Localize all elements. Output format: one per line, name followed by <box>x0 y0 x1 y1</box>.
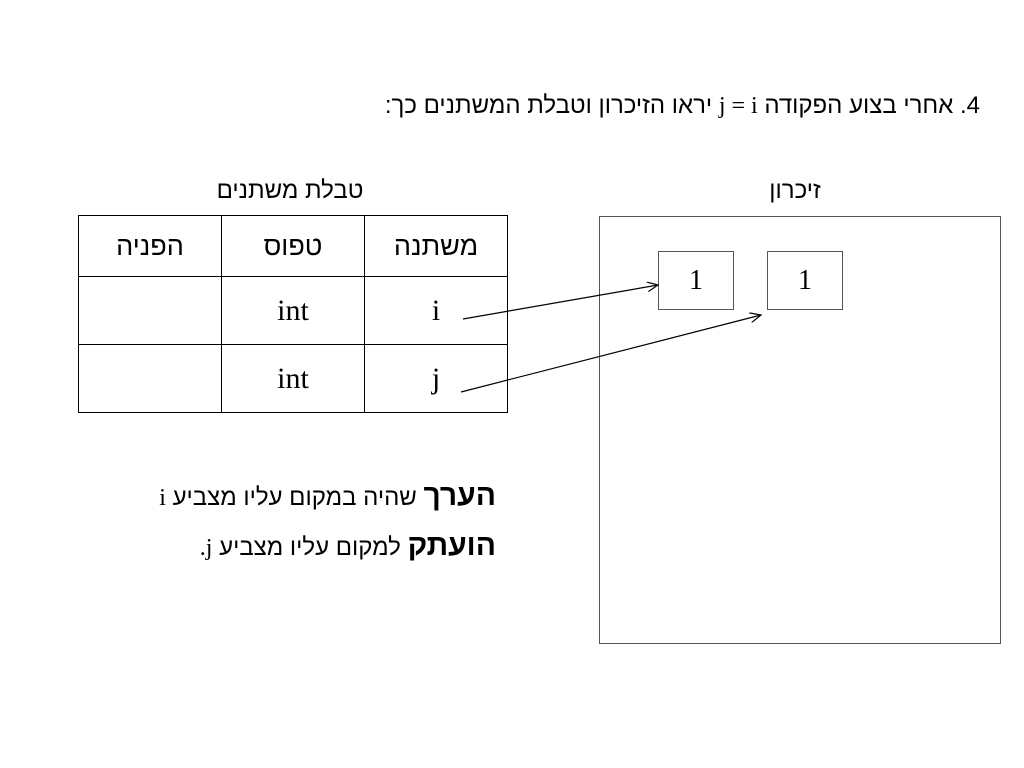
row-i-type: int <box>221 276 365 345</box>
note-text-1: שהיה במקום עליו מצביע <box>172 484 417 511</box>
memory-caption: זיכרון <box>769 177 821 204</box>
memory-box <box>599 216 1001 644</box>
note-line-2: הועתק למקום עליו מצביע j. <box>40 522 496 572</box>
explanation-note: הערך שהיה במקום עליו מצביע i הועתק למקום… <box>40 472 496 572</box>
memory-cell-i: 1 <box>658 251 734 310</box>
header-type: טפוס <box>221 215 365 277</box>
note-line-1: הערך שהיה במקום עליו מצביע i <box>40 472 496 522</box>
row-j-type: int <box>221 344 365 413</box>
row-i-ref <box>78 276 222 345</box>
variables-table-caption: טבלת משתנים <box>216 177 364 204</box>
heading-text-after: יראו הזיכרון וטבלת המשתנים כך: <box>384 92 713 119</box>
heading: 4. אחרי בצוע הפקודה j = i יראו הזיכרון ו… <box>160 92 980 120</box>
heading-number: 4. <box>959 92 980 119</box>
table-row: j int <box>78 344 508 413</box>
note-bold-copied: הועתק <box>407 529 496 562</box>
note-bold-value: הערך <box>423 479 497 512</box>
memory-cell-j: 1 <box>767 251 843 310</box>
table-row: i int <box>78 276 508 345</box>
variables-table: משתנה טפוס הפניה i int j int <box>78 215 508 413</box>
heading-text-before: אחרי בצוע הפקודה <box>764 92 954 119</box>
table-header-row: משתנה טפוס הפניה <box>78 215 508 277</box>
note-text-2: למקום עליו מצביע <box>219 534 401 561</box>
heading-command: j = i <box>718 93 758 119</box>
header-variable: משתנה <box>364 215 508 277</box>
note-var-j: j. <box>199 535 213 561</box>
row-i-name: i <box>364 276 508 345</box>
note-var-i: i <box>159 485 166 511</box>
row-j-name: j <box>364 344 508 413</box>
row-j-ref <box>78 344 222 413</box>
header-reference: הפניה <box>78 215 222 277</box>
